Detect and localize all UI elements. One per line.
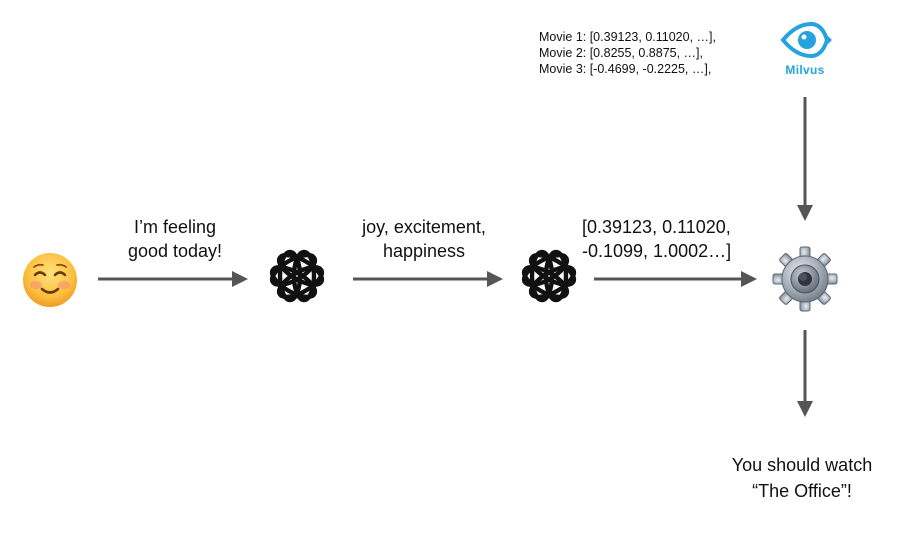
smiling-face-emoji-icon (23, 253, 77, 307)
emotions-text-line-2: happiness (382, 241, 466, 261)
arrow-emoji-to-llm (98, 271, 248, 287)
emotions-text: joy, excitement, happiness (348, 215, 500, 263)
arrow-gear-to-result (797, 330, 813, 417)
milvus-logo-text: Milvus (785, 63, 825, 77)
emotions-text-line-1: joy, excitement, (362, 217, 486, 237)
arrow-embedding-to-gear (594, 271, 757, 287)
recommendation-line-2: “The Office”! (752, 481, 852, 501)
movie-vector-item: Movie 2: [0.8255, 0.8875, …], (539, 46, 703, 60)
openai-logo-icon (269, 249, 325, 303)
input-text-line-2: good today! (127, 241, 223, 261)
recommendation-text: You should watch “The Office”! (707, 452, 897, 504)
movie-vectors-list: Movie 1: [0.39123, 0.11020, …], Movie 2:… (539, 29, 716, 77)
embedding-vector-line-1: [0.39123, 0.11020, (582, 217, 731, 237)
input-text: I’m feeling good today! (112, 215, 238, 263)
embedding-vector-line-2: -0.1099, 1.0002…] (582, 241, 732, 261)
recommendation-line-1: You should watch (731, 455, 873, 475)
embedding-vector-text: [0.39123, 0.11020, -0.1099, 1.0002…] (582, 215, 731, 263)
input-text-line-1: I’m feeling (133, 217, 217, 237)
milvus-logo-icon (780, 21, 832, 59)
movie-vector-item: Movie 1: [0.39123, 0.11020, …], (539, 30, 716, 44)
arrow-milvus-to-gear (797, 97, 813, 221)
openai-logo-icon (521, 249, 577, 303)
arrow-llm-to-embedding (353, 271, 503, 287)
movie-vector-item: Movie 3: [-0.4699, -0.2225, …], (539, 62, 712, 76)
gear-icon (772, 246, 838, 312)
